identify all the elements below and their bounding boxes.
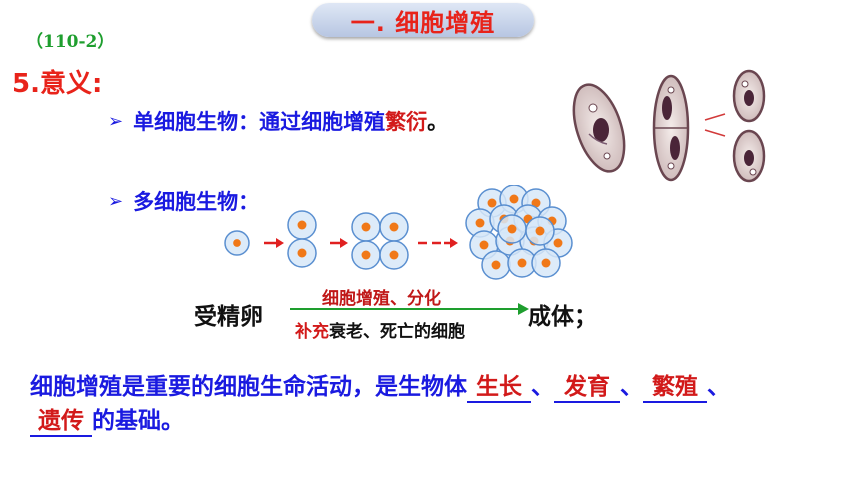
paramecium-3a: [732, 69, 766, 123]
paramecium-3b: [732, 129, 766, 183]
bullet-text: 多细胞生物：: [133, 190, 260, 214]
zygote-label: 受精卵: [194, 304, 263, 330]
separator: 、: [531, 374, 554, 400]
bullet-arrow-icon: ➢: [108, 190, 124, 212]
blank-heredity: 遗传: [30, 401, 92, 437]
bullet-highlight: 繁衍: [385, 110, 428, 134]
four-cell-a: [351, 212, 381, 242]
cluster-cell: [497, 214, 527, 244]
paramecium-division-illustration: [572, 69, 766, 183]
cell-division-diagram: [224, 185, 573, 280]
bullet-text: 单细胞生物：通过细胞增殖: [133, 110, 386, 134]
paramecium-2: [652, 74, 690, 182]
four-cell-c: [351, 240, 381, 270]
cluster-cell: [525, 216, 555, 246]
bullet-suffix: 。: [427, 110, 449, 134]
cluster-cell: [481, 250, 511, 280]
blank-reproduction: 繁殖: [643, 367, 707, 403]
four-cell-d: [379, 240, 409, 270]
division-arrow-1: [264, 238, 284, 248]
slide-title: 一. 细胞增殖: [312, 3, 534, 37]
arrow-label-rest: 衰老、死亡的细胞: [329, 322, 465, 342]
bullet-unicellular: ➢ 单细胞生物：通过细胞增殖繁衍。: [108, 106, 448, 136]
summary-line-1: 细胞增殖是重要的细胞生命活动，是生物体 生长 、 发育 、 繁殖 、: [30, 367, 730, 403]
section-heading: 5.意义:: [12, 69, 103, 99]
blank-development: 发育: [554, 367, 620, 403]
arrow-label-bottom: 补充衰老、死亡的细胞: [295, 317, 465, 342]
summary-text: 细胞增殖是重要的细胞生命活动，是生物体: [30, 374, 467, 400]
four-cell-b: [379, 212, 409, 242]
zygote-cell: [224, 230, 250, 256]
arrow-label-top: 细胞增殖、分化: [322, 289, 441, 309]
arrow-label-highlight: 补充: [295, 322, 329, 342]
bullet-multicellular: ➢ 多细胞生物：: [108, 186, 259, 216]
summary-line-2: 遗传 的基础。: [30, 401, 184, 437]
separator: 、: [707, 374, 730, 400]
adult-label: 成体；: [528, 304, 597, 330]
development-arrow: [290, 303, 529, 315]
two-cell-a: [287, 210, 317, 240]
bullet-arrow-icon: ➢: [108, 110, 124, 132]
summary-ending: 的基础。: [92, 408, 184, 434]
blank-growth: 生长: [467, 367, 531, 403]
division-arrow-3: [418, 238, 458, 248]
paramecium-1: [572, 83, 626, 173]
cluster-cell: [531, 248, 561, 278]
separator: 、: [620, 374, 643, 400]
page-reference: （110-2）: [26, 32, 115, 52]
two-cell-b: [287, 238, 317, 268]
division-arrow-2: [330, 238, 348, 248]
